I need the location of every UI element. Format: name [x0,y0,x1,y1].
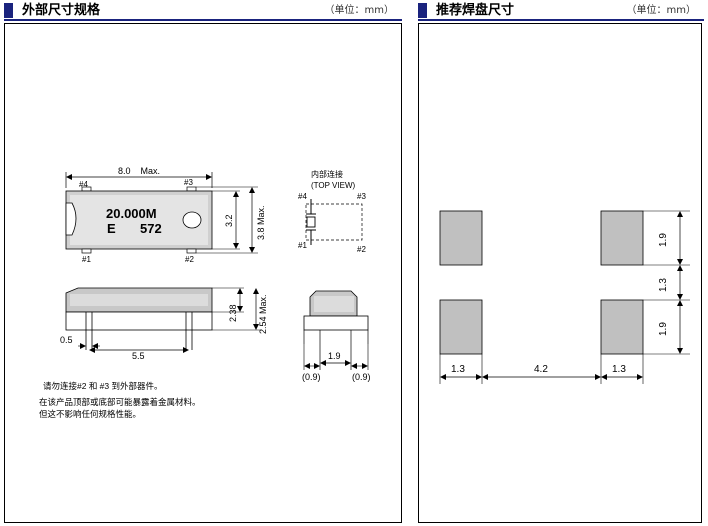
connection-diagram: 内部连接 (TOP VIEW) #4 #3 #1 #2 [298,169,366,254]
height-max-label: 3.8 Max. [256,205,266,240]
pin4-label: #4 [79,180,88,189]
pad-height-bottom-label: 1.9 [658,322,669,336]
side-height-inner-label: 2.38 [228,304,238,322]
lead-pitch-label: 5.5 [132,351,145,361]
conn-pin1: #1 [298,241,307,250]
right-panel-title: 推荐焊盘尺寸 [436,3,515,18]
conn-pin2: #2 [357,245,366,254]
right-panel-unit: （单位：mm） [626,5,696,16]
end-view: 1.9 (0.9) (0.9) [302,290,371,382]
pad-bottom-left [439,299,483,355]
connection-title: 内部连接 [311,169,343,179]
pad-bottom-right [600,299,644,355]
height-inner-label: 3.2 [224,214,234,227]
conn-pin3: #3 [357,192,366,201]
land-pattern: 1.9 1.3 1.9 1.3 4.2 1.3 [439,210,690,384]
pin3-pad [186,186,197,192]
right-panel-header: 推荐焊盘尺寸 （单位：mm） [418,2,704,21]
pad-height-top-label: 1.9 [658,233,669,247]
pad-width-left-label: 1.3 [451,364,465,375]
pin3-label: #3 [184,178,193,187]
lead-width-label: 0.5 [60,335,73,345]
header-marker [418,3,427,18]
side-view: 2.38 2.54 Max. 0.5 5.5 [60,287,268,361]
top-view: 8.0 Max. #4 #3 20.000M E 572 #1 #2 3.2 3… [65,166,266,264]
pad-width-right-label: 1.3 [612,364,626,375]
left-panel-unit: （单位：mm） [324,5,394,16]
pin1-pad [81,248,92,254]
connection-outline [305,203,363,241]
note-line-3: 但这不影响任何规格性能。 [39,409,141,419]
package-notch [65,202,77,236]
header-marker [4,3,13,18]
note-line-2: 在该产品顶部或底部可能暴露着金属材料。 [39,397,201,407]
marking-line1: 20.000M [106,206,157,221]
right-panel-frame [418,23,702,523]
left-panel-frame [4,23,402,523]
end-center-label: 1.9 [328,351,341,361]
conn-pin4: #4 [298,192,307,201]
end-right-label: (0.9) [352,372,371,382]
marking-line2-right: 572 [140,221,162,236]
left-panel-title: 外部尺寸规格 [22,3,101,18]
header-underline [418,19,704,21]
gap-label: 1.3 [658,278,669,292]
pin2-label: #2 [185,255,194,264]
package-index-circle [182,211,202,229]
pin1-label: #1 [82,255,91,264]
width-dim-label: 8.0 Max. [118,166,160,176]
pin2-pad [186,248,197,254]
left-panel-header: 外部尺寸规格 （单位：mm） [4,2,402,21]
pin4-pad [81,186,92,192]
end-left-label: (0.9) [302,372,321,382]
pad-top-right [600,210,644,266]
crystal-symbol [306,216,316,228]
pad-top-left [439,210,483,266]
note-line-1: 请勿连接#2 和 #3 到外部器件。 [43,381,163,391]
header-underline [4,19,402,21]
notes: 请勿连接#2 和 #3 到外部器件。 在该产品顶部或底部可能暴露着金属材料。 但… [39,381,201,419]
spacing-label: 4.2 [534,364,548,375]
side-height-max-label: 2.54 Max. [258,294,268,334]
connection-subtitle: (TOP VIEW) [311,181,355,190]
marking-line2-left: E [107,221,116,236]
